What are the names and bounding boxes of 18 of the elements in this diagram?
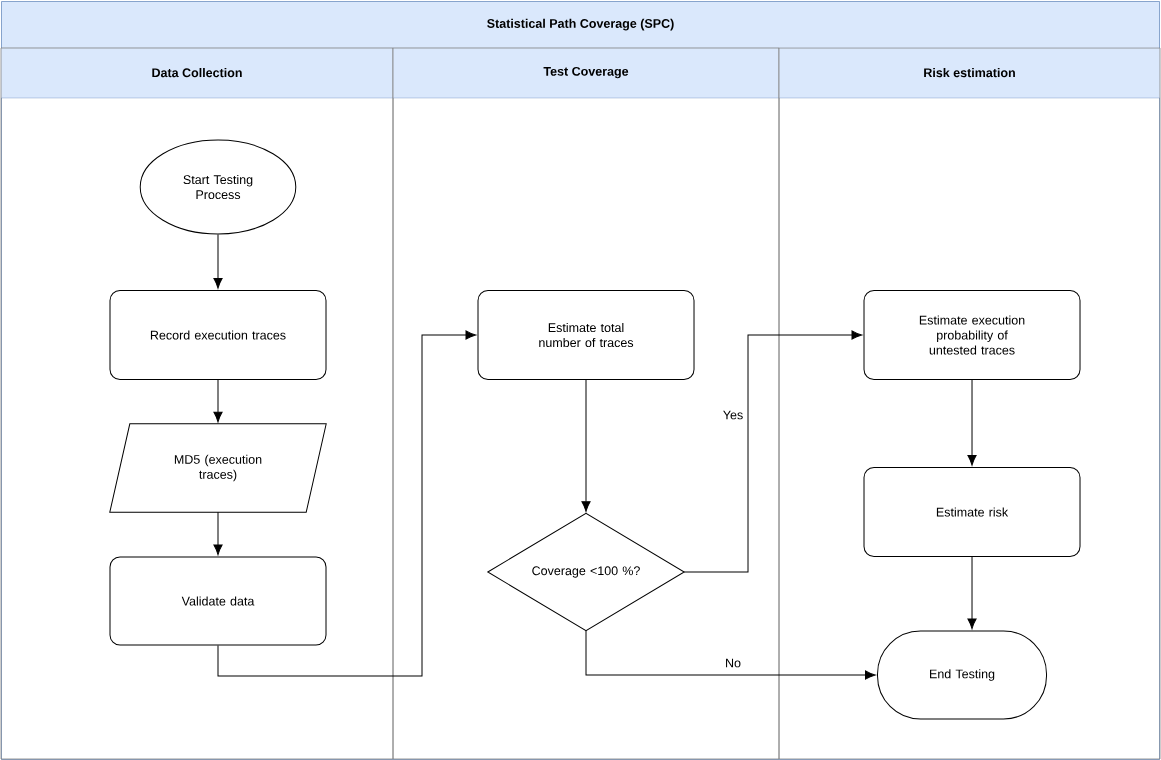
arrow bbox=[213, 511, 223, 556]
arrow bbox=[213, 379, 223, 423]
process-box: Estimate total number of traces bbox=[477, 290, 695, 380]
process-box: Estimate risk bbox=[863, 467, 1081, 557]
process-box: Validate data bbox=[109, 556, 327, 646]
arrow bbox=[217, 330, 477, 677]
arrow bbox=[585, 630, 876, 680]
arrow bbox=[967, 379, 977, 466]
arrow bbox=[213, 234, 223, 289]
process-box: Estimate execution probability of untested traces bbox=[863, 290, 1081, 380]
data-parallelogram: MD5 (execution traces) bbox=[109, 423, 327, 513]
edge-label: No bbox=[723, 657, 743, 669]
arrow bbox=[967, 556, 977, 630]
arrow bbox=[683, 330, 863, 573]
process-box: Record execution traces bbox=[109, 290, 327, 380]
arrow bbox=[581, 379, 591, 512]
edge-label: Yes bbox=[721, 409, 745, 421]
end-terminal: End Testing bbox=[877, 630, 1047, 720]
